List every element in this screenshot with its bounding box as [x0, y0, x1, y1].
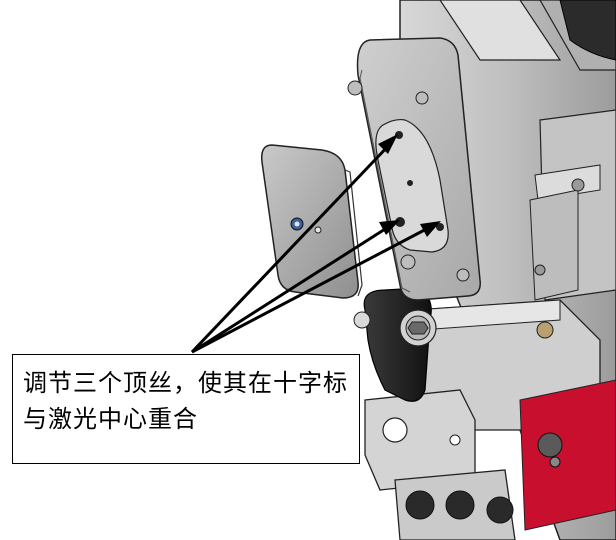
arrowhead-top — [378, 134, 398, 154]
arrowhead-middle — [379, 220, 400, 235]
mounted-adjustment-plate — [347, 37, 481, 301]
callout-text: 调节三个顶丝，使其在十字标与激光中心重合 — [23, 369, 348, 433]
arrow-to-top-screw — [190, 140, 394, 354]
arrowhead-right — [420, 221, 441, 237]
machine-body — [364, 0, 616, 540]
callout-box: 调节三个顶丝，使其在十字标与激光中心重合 — [12, 354, 360, 464]
arrow-to-right-screw — [191, 223, 435, 354]
black-knob — [353, 287, 554, 402]
arrow-to-middle-screw — [191, 222, 394, 354]
pointer-arrows — [190, 134, 441, 354]
